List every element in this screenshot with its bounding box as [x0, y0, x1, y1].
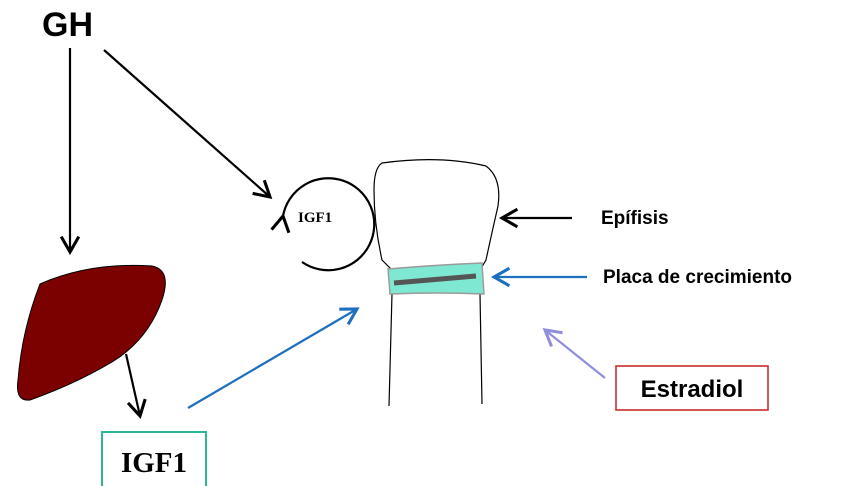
- igf1-liver-label: IGF1: [121, 447, 187, 479]
- epifisis-label: Epífisis: [601, 208, 669, 229]
- igf1-local-label: IGF1: [298, 210, 332, 226]
- liver-to-igf1-arrow: [126, 354, 140, 416]
- igf1-to-plate-arrow: [188, 309, 357, 408]
- gh-label: GH: [42, 6, 93, 44]
- placa-label: Placa de crecimiento: [603, 267, 792, 288]
- liver-icon: [18, 265, 166, 400]
- estradiol-label: Estradiol: [641, 376, 744, 403]
- estradiol-arrow: [545, 330, 605, 378]
- gh-to-local-igf1-arrow: [104, 50, 270, 197]
- bone-icon: [374, 160, 499, 406]
